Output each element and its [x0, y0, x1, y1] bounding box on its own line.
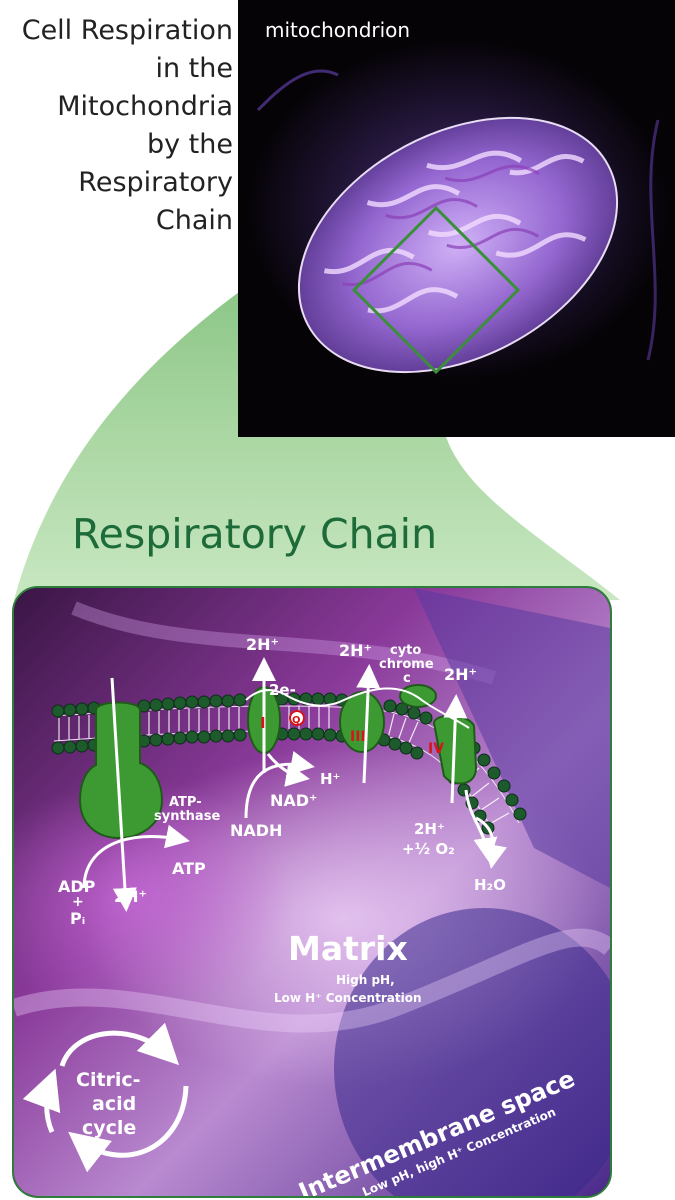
citric-acid-label-3: cycle [82, 1117, 136, 1139]
h-pump-1-label: 2H⁺ [246, 635, 279, 654]
cytochrome-c [399, 684, 437, 708]
cytochrome-label-3: c [403, 671, 411, 686]
atp-synthase-protein [78, 701, 164, 840]
nadh-label: NADH [230, 821, 282, 840]
atp-label: ATP [172, 859, 206, 878]
title-line: in the [155, 53, 233, 84]
citric-acid-label-2: acid [92, 1093, 136, 1115]
water-label: H₂O [474, 876, 506, 894]
citric-acid-cycle-arrows [22, 1022, 189, 1173]
complex-iii-label: III [350, 729, 366, 745]
respiratory-chain-diagram: 2H⁺ 2e- 2H⁺ cyto chrome c 2H⁺ H⁺ NAD⁺ NA… [12, 586, 612, 1198]
cytochrome-label-1: cyto [390, 643, 421, 658]
ubiquinone-q [289, 710, 305, 726]
cytochrome-label-2: chrome [379, 657, 434, 672]
atp-synthase-label-2: synthase [154, 809, 220, 824]
h-pump-4-label: 2H⁺ [444, 665, 477, 684]
title-line: Chain [155, 205, 233, 236]
figure-title: Cell Respiration in the Mitochondria by … [0, 12, 233, 240]
title-line: by the [146, 129, 233, 160]
title-line: Cell Respiration [21, 15, 233, 46]
nad-plus-label: NAD⁺ [270, 791, 318, 810]
adp-label: ADP [58, 877, 96, 896]
plus-label: + [72, 894, 84, 910]
oxygen-label: +½ O₂ [402, 840, 455, 858]
pi-label: Pᵢ [70, 909, 85, 928]
matrix-concentration-label: Low H⁺ Concentration [274, 991, 422, 1005]
matrix-ph-label: High pH, [336, 973, 395, 987]
h-plus-label: H⁺ [320, 770, 340, 788]
mitochondrion-image [238, 0, 675, 437]
citric-acid-label-1: Citric- [76, 1069, 141, 1091]
complex-iv-label: IV [428, 741, 444, 757]
mitochondrion-label: mitochondrion [265, 18, 411, 42]
title-line: Respiratory [78, 167, 233, 198]
matrix-label: Matrix [288, 929, 408, 968]
atp-synthase-label-1: ATP- [169, 795, 202, 810]
respiratory-chain-heading: Respiratory Chain [72, 510, 438, 558]
title-line: Mitochondria [57, 91, 233, 122]
ubiquinone-label: Q [292, 715, 301, 726]
h-atp-label: 2H⁺ [114, 887, 147, 906]
complex-i-label: I [260, 714, 266, 732]
h-oxygen-label: 2H⁺ [414, 820, 445, 838]
h-pump-3-label: 2H⁺ [339, 641, 372, 660]
electrons-label: 2e- [269, 681, 296, 699]
